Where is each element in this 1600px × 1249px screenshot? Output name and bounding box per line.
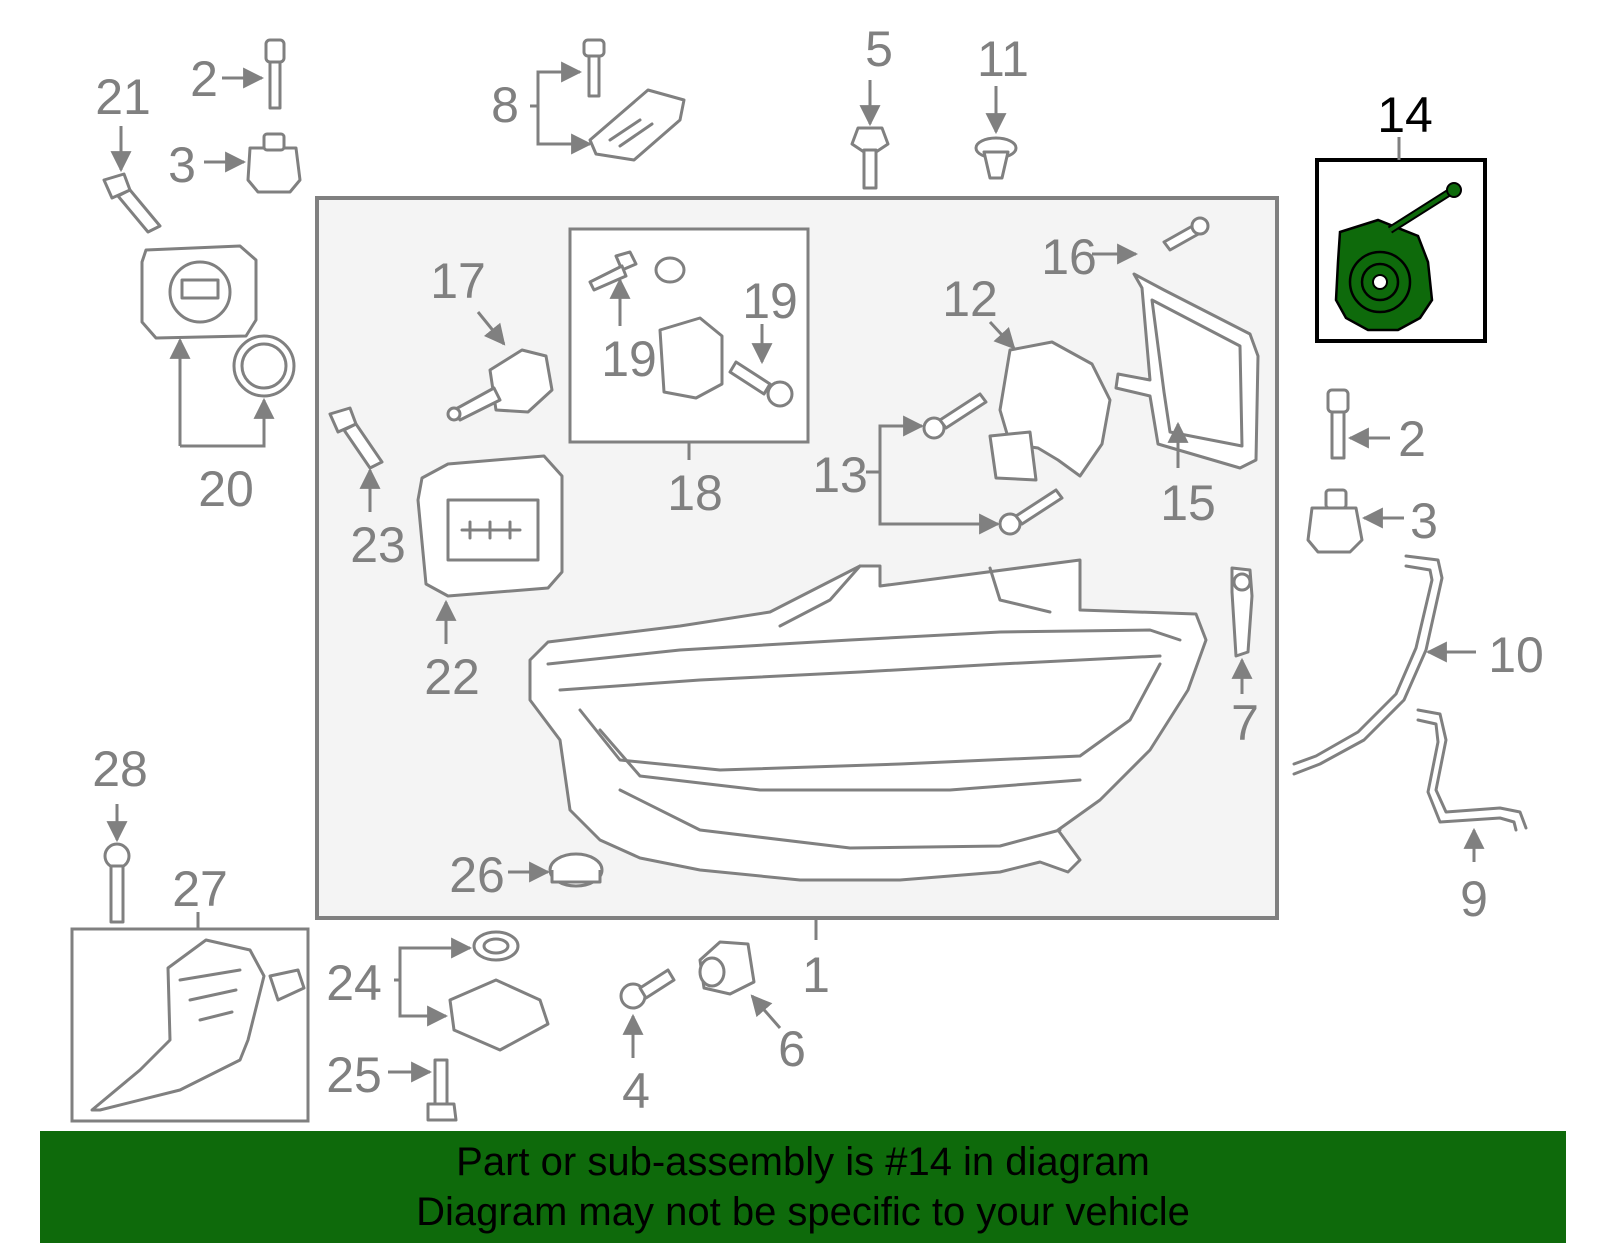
- callout-16: 16: [1041, 229, 1097, 285]
- part-28-bolt[interactable]: [103, 842, 131, 924]
- part-13-screw-a[interactable]: [922, 392, 988, 440]
- part-19-screw-b[interactable]: [728, 360, 794, 408]
- part-10-hose[interactable]: [1292, 554, 1444, 776]
- part-21-bolt[interactable]: [102, 172, 162, 234]
- part-14-motor[interactable]: [1334, 182, 1462, 332]
- callout-1: 1: [802, 947, 830, 1003]
- banner-line-2: Diagram may not be specific to your vehi…: [416, 1190, 1190, 1234]
- part-2-bolt-a[interactable]: [264, 38, 286, 110]
- callout-21: 21: [95, 69, 151, 125]
- callout-11: 11: [977, 31, 1029, 87]
- part-4-screw[interactable]: [619, 968, 676, 1010]
- part-15-frame[interactable]: [1114, 272, 1260, 470]
- callout-24: 24: [326, 955, 382, 1011]
- part-13-screw-b[interactable]: [998, 488, 1064, 536]
- part-12-leveler[interactable]: [988, 340, 1112, 482]
- callout-12: 12: [942, 271, 998, 327]
- callout-numbers: 1 2 2 3 3 4 5 6 7 8 9 10 11 12 13 14 15 …: [92, 21, 1544, 1119]
- callout-7: 7: [1231, 695, 1259, 751]
- part-7-strip[interactable]: [1230, 566, 1254, 658]
- callout-9: 9: [1460, 871, 1488, 927]
- part-19-bracket[interactable]: [658, 316, 724, 400]
- part-23-bolt[interactable]: [328, 406, 384, 470]
- part-2-bolt-b[interactable]: [1326, 388, 1350, 460]
- callout-3-right: 3: [1410, 493, 1438, 549]
- callout-8: 8: [491, 77, 519, 133]
- callout-23: 23: [350, 517, 406, 573]
- part-24-seal[interactable]: [472, 930, 520, 962]
- callout-2-right: 2: [1398, 411, 1426, 467]
- callout-20: 20: [198, 461, 254, 517]
- part-16-screw[interactable]: [1162, 216, 1210, 252]
- part-5-bolt[interactable]: [850, 126, 890, 190]
- part-25-bolt[interactable]: [426, 1058, 458, 1122]
- part-8-bracket[interactable]: [582, 38, 686, 162]
- callout-13: 13: [812, 447, 868, 503]
- part-20-control-module[interactable]: [140, 244, 296, 398]
- callout-18: 18: [667, 465, 723, 521]
- headlamp-housing: [528, 558, 1208, 882]
- callout-4: 4: [622, 1063, 650, 1119]
- callout-15: 15: [1160, 475, 1216, 531]
- callout-28: 28: [92, 741, 148, 797]
- callout-3-top: 3: [168, 137, 196, 193]
- callout-10: 10: [1488, 627, 1544, 683]
- part-9-hose[interactable]: [1416, 708, 1528, 832]
- info-banner: Part or sub-assembly is #14 in diagram D…: [40, 1131, 1566, 1243]
- part-26-cap[interactable]: [548, 852, 604, 888]
- part-19-screw-a[interactable]: [588, 250, 686, 292]
- part-27-bracket[interactable]: [90, 938, 306, 1112]
- part-3-clip-a[interactable]: [246, 132, 302, 194]
- callout-2-top: 2: [190, 51, 218, 107]
- callout-14: 14: [1377, 87, 1433, 143]
- callout-19-left: 19: [601, 331, 657, 387]
- banner-line-1: Part or sub-assembly is #14 in diagram: [456, 1140, 1150, 1184]
- part-6-connector[interactable]: [698, 940, 756, 996]
- part-3-clip-b[interactable]: [1306, 488, 1364, 554]
- callout-6: 6: [778, 1021, 806, 1077]
- part-17-actuator[interactable]: [446, 348, 554, 422]
- callout-27: 27: [172, 861, 228, 917]
- callout-19-right: 19: [742, 273, 798, 329]
- leader-lines: [106, 61, 1485, 1083]
- callout-26: 26: [449, 847, 505, 903]
- callout-17: 17: [430, 253, 486, 309]
- part-24-module[interactable]: [448, 978, 550, 1052]
- part-22-ballast[interactable]: [416, 454, 564, 598]
- callout-5: 5: [865, 21, 893, 77]
- callout-25: 25: [326, 1047, 382, 1103]
- part-11-clip[interactable]: [974, 136, 1018, 180]
- callout-22: 22: [424, 649, 480, 705]
